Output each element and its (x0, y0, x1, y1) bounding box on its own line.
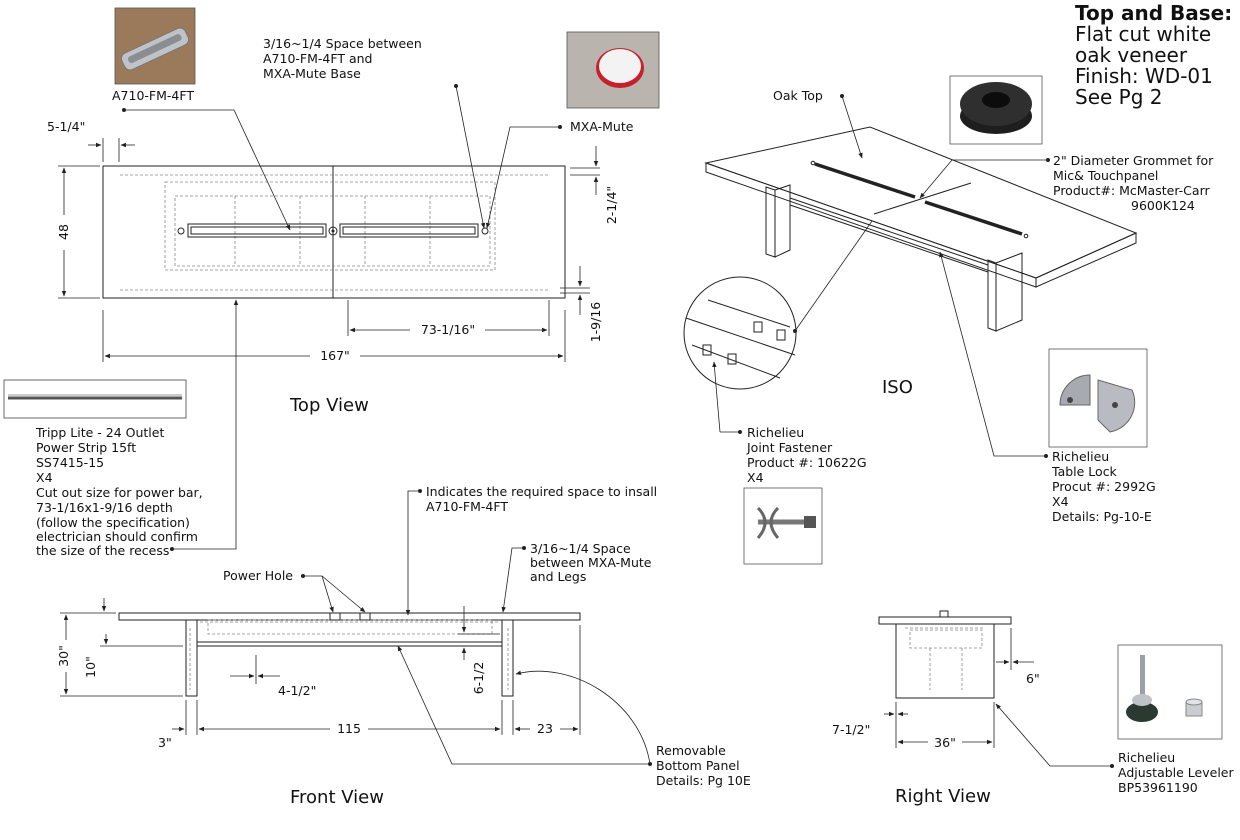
right-view-title: Right View (895, 786, 991, 807)
space-legs-line-3: and Legs (530, 569, 586, 584)
bottom-panel-line-3: Details: Pg 10E (656, 773, 751, 788)
bottom-panel-line-2: Bottom Panel (656, 758, 740, 773)
top-view-table-outline (102, 165, 566, 299)
grommet-photo (949, 75, 1043, 145)
oak-top-label: Oak Top (773, 88, 823, 103)
top-view-title: Top View (289, 395, 369, 416)
dim-48: 48 (56, 224, 71, 240)
title-line-3: Finish: WD-01 (1075, 64, 1213, 88)
power-strip-line-6: 73-1/16x1-9/16 depth (36, 500, 173, 515)
space-line-3: MXA-Mute Base (263, 66, 361, 81)
grommet-line-1: 2" Diameter Grommet for (1053, 153, 1214, 168)
front-view-top (118, 612, 581, 621)
grommet-line-2: Mic& Touchpanel (1053, 168, 1158, 183)
dim-4-1-2: 4-1/2" (278, 683, 316, 698)
power-strip-callout: Tripp Lite - 24 Outlet Power Strip 15ft … (3, 299, 239, 558)
right-view-base (895, 623, 995, 699)
fastener-line-2: Joint Fastener (746, 440, 833, 455)
insall-line-2: A710-FM-4FT (426, 499, 508, 514)
fastener-line-3: Product #: 10622G (747, 455, 867, 470)
space-legs-line-1: 3/16~1/4 Space (530, 541, 631, 556)
dim-73-1-16: 73-1/16" (421, 322, 475, 337)
mxa-mute-photo (566, 31, 660, 109)
power-strip-line-7: (follow the specification) (36, 515, 190, 530)
iso-title: ISO (882, 377, 913, 398)
space-legs-line-2: between MXA-Mute (530, 555, 652, 570)
front-leg-left (185, 619, 198, 697)
right-view: 6" 7-1/2" 36" Right View Richelieu Adjus… (832, 610, 1234, 807)
title-block: Top and Base: Flat cut white oak veneer … (1075, 1, 1232, 109)
iso-view: Oak Top 2" Diameter Grommet for Mic& Tou… (683, 75, 1214, 565)
a710-label: A710-FM-4FT (112, 88, 194, 103)
title-line-2: oak veneer (1075, 43, 1188, 67)
power-strip-line-5: Cut out size for power bar, (36, 485, 203, 500)
dim-23: 23 (537, 721, 553, 736)
fastener-detail-circle (683, 276, 797, 390)
leveler-photo (1117, 644, 1223, 740)
dim-167: 167" (320, 348, 350, 363)
dim-5-1-4: 5-1/4" (47, 119, 85, 134)
table-lock-line-1: Richelieu (1052, 449, 1109, 464)
dim-115: 115 (337, 721, 361, 736)
fastener-photo (743, 487, 823, 565)
power-strip-line-3: SS7415-15 (36, 455, 104, 470)
space-line-2: A710-FM-4FT and (263, 51, 372, 66)
table-lock-line-2: Table Lock (1051, 464, 1118, 479)
slot-left (187, 223, 327, 238)
title-heading: Top and Base: (1075, 1, 1232, 25)
power-strip-line-9: the size of the recess (36, 543, 169, 558)
bottom-panel-line-1: Removable (656, 743, 726, 758)
front-leg-right (501, 619, 514, 697)
space-line-1: 3/16~1/4 Space between (263, 36, 422, 51)
dim-6-1-2: 6-1/2 (471, 662, 486, 695)
power-strip-line-2: Power Strip 15ft (36, 440, 136, 455)
a710-photo (114, 7, 196, 85)
right-view-top (878, 616, 1012, 625)
front-view-title: Front View (290, 787, 384, 808)
dim-3: 3" (158, 735, 172, 750)
dim-36: 36" (934, 735, 956, 750)
table-lock-photo (1048, 348, 1148, 448)
dim-7-1-2: 7-1/2" (832, 722, 870, 737)
dim-1-9-16: 1-9/16 (588, 302, 603, 343)
slot-right (339, 223, 479, 238)
fastener-line-1: Richelieu (747, 425, 804, 440)
mxa-mute-label: MXA-Mute (570, 119, 634, 134)
dim-6: 6" (1026, 671, 1040, 686)
table-lock-line-5: Details: Pg-10-E (1052, 509, 1152, 524)
table-lock-line-4: X4 (1052, 494, 1069, 509)
power-strip-line-4: X4 (36, 470, 53, 485)
leveler-line-1: Richelieu (1118, 750, 1175, 765)
dim-10: 10" (83, 656, 98, 678)
table-lock-line-3: Procut #: 2992G (1052, 479, 1156, 494)
leveler-line-3: BP53961190 (1118, 780, 1198, 795)
power-strip-line-1: Tripp Lite - 24 Outlet (35, 425, 164, 440)
fastener-line-4: X4 (747, 470, 764, 485)
insall-line-1: Indicates the required space to insall (426, 484, 657, 499)
leveler-line-2: Adjustable Leveler (1118, 765, 1234, 780)
front-view: Indicates the required space to insall A… (56, 484, 751, 808)
grommet-line-4: 9600K124 (1131, 198, 1195, 213)
title-line-4: See Pg 2 (1075, 85, 1163, 109)
power-strip-line-8: electrician should confirm (36, 529, 198, 544)
power-hole-label: Power Hole (223, 568, 293, 583)
grommet-line-3: Product#: McMaster-Carr (1053, 183, 1210, 198)
dim-2-1-4: 2-1/4" (604, 186, 619, 224)
top-view: A710-FM-4FT 3/16~1/4 Space between A710-… (47, 7, 660, 416)
dim-30: 30" (56, 645, 71, 667)
title-line-1: Flat cut white (1075, 22, 1211, 46)
